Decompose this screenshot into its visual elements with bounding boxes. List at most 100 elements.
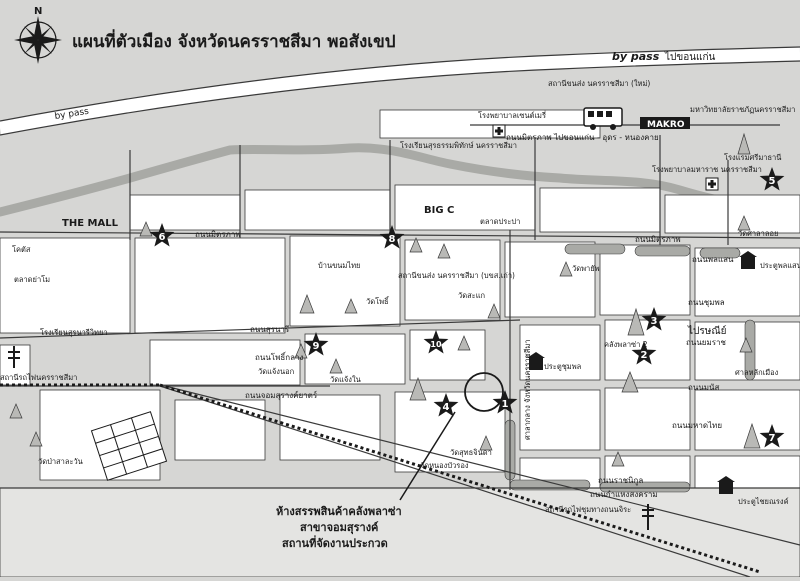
sports-center-label: คลังพลาซ่า 2	[604, 340, 648, 349]
klang-market-label: ตลาดประปา	[480, 217, 520, 226]
train-station-label: สถานีรถไฟนครราชสีมา	[0, 373, 77, 382]
wat-sakae-label: วัดสะแก	[458, 291, 485, 300]
hosp-right-label: โรงพยาบาลมหาราช นครราชสีมา	[652, 165, 762, 174]
wat-isan-label: วัดแจ้งนอก	[258, 367, 294, 376]
gate-chaiyanarong-icon	[717, 476, 735, 494]
prathu-phonlasaen-label: ประตูพลแสน	[760, 261, 800, 270]
venue-label-line-1: ห้างสรรพสินค้าคลังพลาซ่า	[276, 505, 402, 518]
venue-label[interactable]: ห้างสรรพสินค้าคลังพลาซ่า สาขาจอมสุรางค์ …	[276, 505, 402, 550]
hosp-top-label: โรงพยาบาลเซนต์เมรี่	[478, 110, 546, 120]
hotel-sima-label: โรงแรมศรีมาธานี	[724, 153, 781, 162]
road-manat-label: ถนนมนัส	[688, 383, 720, 392]
railway	[0, 383, 761, 574]
star-icon	[759, 424, 785, 448]
gate-phonlasaen-icon	[739, 251, 757, 269]
bypass-road-edge-bottom	[0, 60, 800, 136]
city-pillar-label: ศาลหลักเมือง	[735, 368, 779, 377]
wat-nong-label: วัดหนองบัวรอง	[420, 461, 469, 470]
wat-phothi-label: วัดโพธิ์	[366, 296, 390, 306]
bus-terminal-label: สถานีขนส่ง นครราชสีมา (ใหม่)	[548, 79, 650, 88]
compass-north-label: N	[34, 6, 42, 17]
marker-star-5[interactable]: 5	[759, 167, 785, 191]
korat-hotel-label: โคตัส	[12, 245, 31, 254]
wat-khao-label: วัดป่าสาละวัน	[38, 457, 83, 466]
marker-number-7: 7	[769, 433, 776, 444]
map-title: แผนที่ตัวเมือง จังหวัดนครราชสีมา พอสังเข…	[72, 29, 396, 52]
star-icon	[379, 225, 405, 249]
marker-star-3[interactable]: 3	[641, 307, 667, 331]
numbered-markers: 1 2 3 4 5 6 7 8 9 10	[149, 167, 785, 448]
makro-label: MAKRO	[647, 120, 685, 130]
star-icon	[759, 167, 785, 191]
venue-label-line-2: สาขาจอมสุรางค์	[300, 521, 378, 535]
marker-star-6[interactable]: 6	[149, 223, 175, 247]
marker-star-10[interactable]: 10	[423, 330, 449, 354]
marker-number-8: 8	[389, 234, 396, 245]
road-mittraphap-2-label: ถนนมิตรภาพ	[635, 235, 681, 244]
star-icon	[641, 307, 667, 331]
road-mittraphap-1-label: ถนนมิตรภาพ	[195, 230, 241, 239]
road-phoklang-label: ถนนโพธิ์กลาง	[255, 351, 303, 362]
road-yommarat-label: ถนนยมราช	[686, 338, 727, 347]
marker-star-4[interactable]: 4	[433, 393, 459, 417]
prathu-chumphon-label: ประตูชุมพล	[544, 362, 581, 371]
marker-star-1[interactable]: 1	[492, 390, 518, 414]
bypass-top-dest-label: ไปขอนแก่น	[664, 51, 716, 63]
bus-icon	[583, 107, 623, 130]
train-station-icon	[8, 346, 20, 368]
venue-label-line-3: สถานที่จัดงานประกวด	[282, 535, 388, 550]
wat-phayap-label: วัดพายัพ	[572, 264, 600, 273]
place-labels: สถานีขนส่ง นครราชสีมา (ใหม่) THE MALL BI…	[0, 79, 800, 514]
bus-old-label: สถานีขนส่ง นครราชสีมา (บขส.เก่า)	[398, 271, 515, 280]
rajabhat-label: มหาวิทยาลัยราชภัฏนครราชสีมา	[690, 105, 795, 114]
star-icon	[303, 332, 329, 356]
road-kamhaeng-label: ถนนกำแหงสงคราม	[590, 490, 658, 499]
main-market-label: ตลาดย่าโม	[14, 275, 50, 284]
star-icon	[149, 223, 175, 247]
provincial-hall-label: ศาลากลาง จังหวัดนครราชสีมา	[523, 340, 532, 441]
marker-number-1: 1	[502, 399, 509, 410]
big-c-label: BIG C	[424, 205, 454, 216]
venue-highlight-circle[interactable]	[464, 372, 504, 412]
marker-number-3: 3	[651, 316, 658, 327]
sports-field	[90, 411, 168, 481]
compass-rose-icon	[14, 16, 62, 64]
road-labels: ถนนมิตรภาพ ไปขอนแก่น - อุดร - หนองคาย ถน…	[195, 133, 734, 499]
marker-star-7[interactable]: 7	[759, 424, 785, 448]
wat-sala-label: วัดศาลาลอย	[738, 229, 778, 238]
bypass-road-edge-top	[0, 46, 800, 122]
wat-suthachinda-label: วัดสุทธจินดา	[450, 448, 492, 457]
school-left-label: โรงเรียนสุรธรรมพิทักษ์ นครราชสีมา	[400, 141, 517, 150]
marker-star-2[interactable]: 2	[631, 341, 657, 365]
marker-star-9[interactable]: 9	[303, 332, 329, 356]
star-icon	[423, 330, 449, 354]
venue-pointer-line	[399, 411, 456, 501]
marker-number-9: 9	[313, 341, 320, 352]
marker-number-4: 4	[443, 402, 450, 413]
wat-jaeng-label: วัดแจ้งใน	[330, 375, 361, 384]
hospital-cross-icon	[492, 124, 506, 138]
star-icon	[433, 393, 459, 417]
road-mittraphap-east-label: ถนนมิตรภาพ ไปขอนแก่น - อุดร - หนองคาย	[506, 133, 659, 142]
prathu-chaiyanarong-label: ประตูไชยณรงค์	[738, 497, 789, 506]
road-chumphon-label: ถนนชุมพล	[688, 298, 725, 307]
marker-number-10: 10	[430, 340, 442, 349]
marker-number-6: 6	[159, 232, 166, 243]
post-office-label: ไปรษณีย์	[687, 325, 726, 337]
star-icon	[492, 390, 518, 414]
temple-icons	[9, 132, 761, 467]
road-mahathai-label: ถนนมหาดไทย	[672, 421, 722, 430]
bypass-top-label: by pass	[612, 50, 660, 63]
road-ratchanikul-label: ถนนราชนิกูล	[598, 476, 643, 486]
road-suranari-label: ถนนสุรนารี	[250, 325, 290, 334]
road-chomsurang-label: ถนนจอมสุรางค์ยาตร์	[245, 390, 318, 400]
train-chira-label: สถานีรถไฟชุมทางถนนจิระ	[545, 505, 631, 514]
the-mall-label: THE MALL	[62, 218, 119, 229]
gate-chumphon-icon	[527, 352, 545, 370]
marker-star-8[interactable]: 8	[379, 225, 405, 249]
thai-hotel-label: บ้านขนมไทย	[318, 261, 360, 270]
marker-number-5: 5	[769, 176, 776, 187]
bypass-road[interactable]	[0, 47, 800, 135]
